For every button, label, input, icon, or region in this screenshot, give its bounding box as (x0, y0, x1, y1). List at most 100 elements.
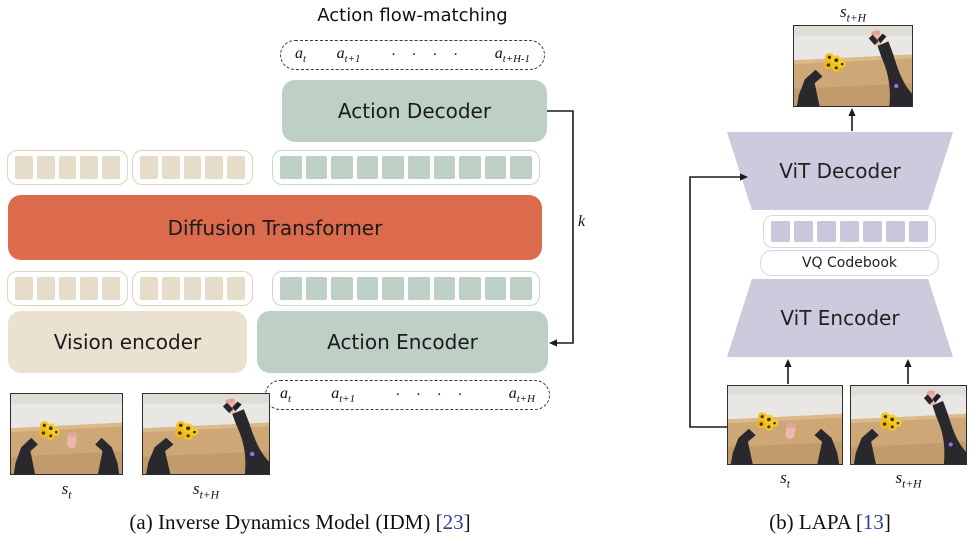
token-square (331, 277, 353, 300)
vision-token-row-bottom-1 (7, 271, 128, 306)
caption-b: (b) LAPA [13] (680, 510, 977, 535)
lapa-photo-sth (850, 385, 967, 465)
token-square (227, 156, 245, 179)
vision-encoder-box: Vision encoder (8, 311, 247, 373)
caption-b-bracket-close: ] (883, 510, 891, 534)
vision-encoder-label: Vision encoder (53, 330, 202, 354)
token-square (140, 156, 158, 179)
lapa-top-state-label: st+H (840, 2, 866, 25)
robot-scene-photo-st (10, 393, 123, 475)
action-token: at (295, 44, 307, 66)
token-square (80, 277, 99, 300)
action-token-row-top (272, 150, 540, 185)
token-square (161, 277, 180, 300)
token-square (433, 156, 456, 179)
k-iterations-label: k (578, 213, 586, 230)
token-square (484, 156, 507, 179)
sunflowers (756, 412, 779, 431)
vision-token-row-top-2 (132, 150, 253, 185)
action-decoder-box: Action Decoder (282, 80, 547, 142)
token-square (80, 156, 99, 179)
vit-encoder-label: ViT Encoder (780, 306, 900, 330)
diffusion-transformer-box: Diffusion Transformer (8, 195, 542, 260)
token-square (407, 277, 430, 300)
token-square (510, 277, 532, 300)
sunflowers (38, 421, 60, 441)
token-square (36, 277, 55, 300)
input-action-sequence-box: at at+1 · · · · at+H (265, 380, 550, 410)
action-token: at (280, 384, 292, 406)
caption-b-text: (b) LAPA (769, 510, 856, 534)
token-square (863, 221, 882, 242)
token-square (15, 156, 33, 179)
vit-decoder-label: ViT Decoder (779, 159, 901, 183)
token-square (58, 277, 77, 300)
action-decoder-label: Action Decoder (337, 99, 492, 123)
vq-codebook-box: VQ Codebook (760, 250, 939, 276)
caption-a-text: (a) Inverse Dynamics Model (IDM) (129, 510, 436, 534)
state-label-st: st (61, 479, 72, 502)
vq-codebook-label: VQ Codebook (801, 255, 897, 271)
token-square (305, 156, 328, 179)
vision-token-row-bottom-2 (132, 271, 253, 306)
action-encoder-box: Action Encoder (257, 311, 548, 373)
robot-scene-photo-sth (142, 393, 270, 475)
caption-b-bracket-open: [ (855, 510, 863, 534)
token-square (183, 277, 202, 300)
action-encoder-label: Action Encoder (327, 330, 478, 354)
token-square (102, 277, 120, 300)
token-square (280, 156, 302, 179)
action-token-row-bottom (272, 271, 540, 306)
token-square (102, 156, 120, 179)
latent-token-row (763, 215, 936, 248)
vit-decoder-trapezoid: ViT Decoder (727, 132, 953, 210)
token-square (840, 221, 859, 242)
token-square (280, 277, 302, 300)
caption-a: (a) Inverse Dynamics Model (IDM) [23] (40, 510, 560, 535)
token-square (510, 156, 532, 179)
predicted-action-sequence-box: at at+1 · · · · at+H-1 (280, 40, 545, 70)
lapa-photo-st (727, 385, 843, 465)
vit-encoder-trapezoid: ViT Encoder (727, 279, 953, 357)
token-square (205, 277, 224, 300)
token-square (356, 277, 379, 300)
token-square (794, 221, 813, 242)
caption-a-citation[interactable]: 23 (442, 510, 464, 534)
token-square (382, 277, 404, 300)
token-square (140, 277, 158, 300)
token-square (407, 156, 430, 179)
lapa-state-label-st: st (780, 468, 790, 491)
action-token: at+H (508, 384, 535, 406)
action-token: · · · · (390, 47, 465, 63)
token-square (909, 221, 928, 242)
token-square (771, 221, 790, 242)
caption-a-bracket-open: [ (435, 510, 443, 534)
sunflowers (879, 412, 902, 431)
diffusion-transformer-label: Diffusion Transformer (167, 215, 383, 240)
token-square (15, 277, 33, 300)
action-token: at+1 (336, 44, 361, 66)
token-square (382, 156, 404, 179)
token-square (58, 156, 77, 179)
action-token: at+1 (331, 384, 356, 406)
token-square (205, 156, 224, 179)
token-square (459, 156, 481, 179)
action-token: at+H-1 (494, 44, 530, 66)
token-square (183, 156, 202, 179)
token-square (433, 277, 456, 300)
lapa-state-label-sth: st+H (895, 468, 922, 491)
caption-a-bracket-close: ] (463, 510, 471, 534)
state-label-sth: st+H (193, 479, 219, 502)
action-flow-matching-title: Action flow-matching (317, 5, 508, 26)
sunflowers (823, 53, 846, 73)
token-square (886, 221, 905, 242)
sunflowers (174, 421, 199, 441)
token-square (331, 156, 353, 179)
token-square (305, 277, 328, 300)
token-square (36, 156, 55, 179)
token-square (459, 277, 481, 300)
token-square (484, 277, 507, 300)
action-token: · · · · (395, 387, 469, 403)
caption-b-citation[interactable]: 13 (862, 510, 884, 534)
